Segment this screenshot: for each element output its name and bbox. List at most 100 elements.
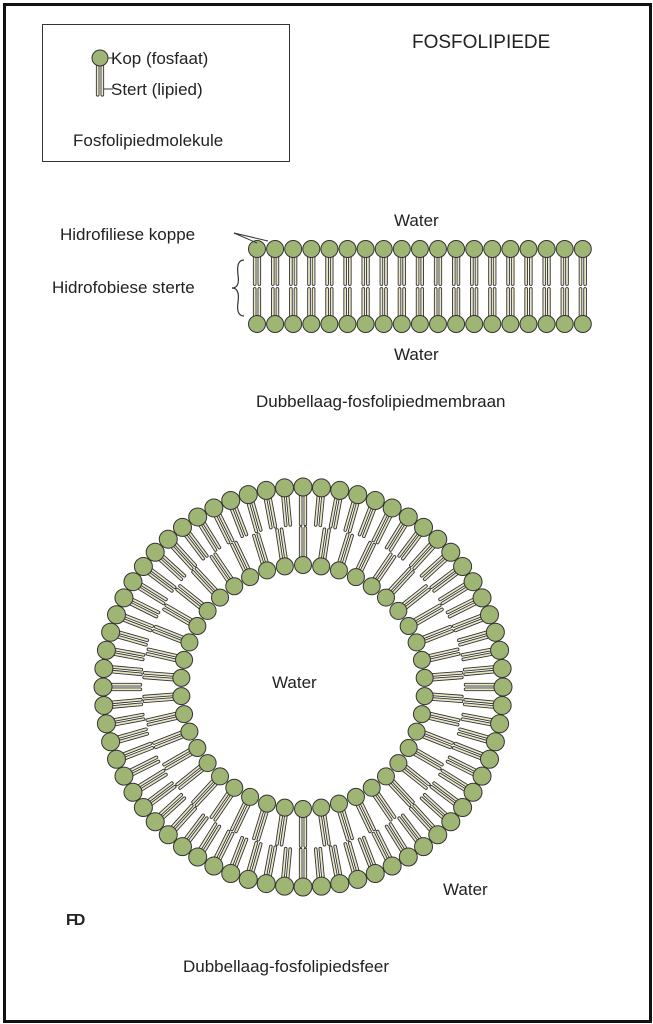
bilayer-top-head: [447, 240, 466, 258]
lipid-tail-fill: [423, 793, 450, 818]
lipid-tail-fill: [430, 566, 458, 589]
lipid-tail-fill: [409, 807, 434, 834]
lipid-tail-fill: [197, 521, 217, 551]
lipid-tail-fill: [413, 543, 437, 570]
sphere-outer-head: [414, 517, 434, 537]
lipid-tail-fill: [411, 751, 441, 770]
lipid-tail-fill: [108, 703, 143, 709]
sphere-outer-head: [293, 477, 313, 497]
lipid-tail-fill: [182, 532, 205, 560]
sphere-outer-head: [275, 478, 295, 498]
sphere-inner-head: [376, 588, 395, 607]
lipid-tail-fill: [233, 503, 248, 536]
lipid-tail-fill: [213, 830, 230, 862]
sphere-outer-head: [221, 491, 241, 511]
lipid-tail-fill: [446, 760, 478, 777]
lipid-tail-fill: [441, 585, 471, 605]
lipid-tail-fill: [128, 597, 160, 614]
lipid-tail-fill: [108, 665, 143, 671]
bilayer-top-head: [302, 240, 321, 258]
lipid-tail-fill: [145, 570, 173, 592]
sphere-water-inside: Water: [272, 673, 317, 692]
lipid-tail-fill: [454, 617, 487, 632]
lipid-tail-fill: [376, 830, 393, 862]
sphere-inner-head: [294, 800, 312, 818]
sphere-outer-head: [479, 605, 499, 625]
lipid-tail-fill: [169, 804, 193, 831]
sphere-outer-head: [398, 847, 418, 867]
lipid-tail-fill: [401, 532, 424, 560]
lipid-tail-fill: [121, 746, 154, 761]
lipid-tail-fill: [386, 567, 411, 594]
lipid-tail-fill: [281, 847, 287, 882]
lipid-tail-fill: [108, 698, 142, 704]
lipid-tail-fill: [147, 716, 181, 726]
bilayer-top-head: [356, 240, 375, 258]
bilayer-bottom-head: [519, 315, 538, 333]
sphere-outer-head: [398, 507, 418, 527]
lipid-tail-fill: [286, 492, 292, 526]
lipid-tail-fill: [156, 793, 183, 818]
lipid-tail-fill: [462, 713, 496, 722]
sphere-outer-head: [275, 876, 295, 896]
lipid-tail-fill: [159, 797, 186, 821]
sphere-outer-head: [133, 798, 153, 818]
sphere-outer-head: [158, 825, 178, 845]
sphere-caption: Dubbellaag-fosfolipiedsfeer: [183, 957, 390, 976]
sphere-inner-head: [399, 739, 418, 757]
bilayer-caption: Dubbellaag-fosfolipiedmembraan: [256, 392, 506, 411]
sphere-outer-head: [428, 825, 448, 845]
lipid-tail-fill: [441, 769, 471, 789]
sphere-outer-head: [382, 498, 402, 518]
lipid-tail-fill: [334, 495, 342, 529]
lipid-tail-fill: [375, 789, 396, 819]
lipid-tail-fill: [111, 718, 145, 726]
sphere-outer-head: [428, 529, 448, 549]
lipid-tail-fill: [214, 553, 235, 582]
lipid-tail-fill: [119, 617, 152, 632]
lipid-tail-fill: [111, 648, 145, 656]
lipid-tail-fill: [426, 712, 460, 722]
sphere-inner-head: [175, 705, 194, 724]
lipid-tail-fill: [376, 512, 393, 544]
lipid-tail-fill: [323, 811, 330, 845]
lipid-tail-fill: [172, 540, 197, 567]
sphere-outer-head: [365, 863, 385, 883]
lipid-tail-fill: [385, 825, 405, 855]
lipid-tail-fill: [318, 812, 326, 846]
heads-pointer: [233, 232, 269, 242]
lipid-tail-fill: [281, 492, 287, 527]
sphere-inner-head: [412, 705, 431, 724]
sphere-outer-head: [133, 556, 153, 576]
sphere-outer-head: [492, 695, 512, 715]
lipid-tail-fill: [229, 505, 244, 538]
lipid-tail-fill: [276, 529, 283, 563]
lipid-tail-fill: [348, 499, 360, 533]
lipid-tail-fill: [457, 732, 491, 744]
sphere-outer-head: [472, 588, 492, 608]
lipid-tail-fill: [179, 767, 206, 789]
bilayer-bottom-head: [320, 315, 339, 333]
sphere-inner-head: [399, 617, 418, 635]
sphere-inner-head: [407, 722, 426, 741]
lipid-tail-fill: [314, 848, 320, 882]
lipid-tail-fill: [454, 742, 487, 757]
bilayer-bottom-head: [555, 315, 574, 333]
bilayer-bottom-head: [284, 315, 303, 333]
lipid-tail-fill: [156, 556, 183, 581]
sphere-outer-head: [348, 485, 368, 505]
sphere-inner-head: [275, 798, 294, 817]
sphere-outer-head: [365, 491, 385, 511]
sphere-outer-head: [94, 659, 114, 679]
lipid-tail-fill: [201, 825, 221, 855]
lipid-tail-fill: [201, 519, 221, 549]
lipid-tail-fill: [163, 747, 193, 766]
lipid-tail-fill: [413, 608, 443, 627]
lipid-tail-fill: [143, 676, 177, 681]
sphere-outer-head: [101, 732, 121, 752]
sphere-outer-head: [490, 714, 510, 734]
lipid-tail-fill: [264, 495, 272, 529]
lipid-tail-fill: [420, 797, 447, 821]
lipid-tail-fill: [119, 742, 152, 757]
lipid-tail-fill: [172, 807, 197, 834]
